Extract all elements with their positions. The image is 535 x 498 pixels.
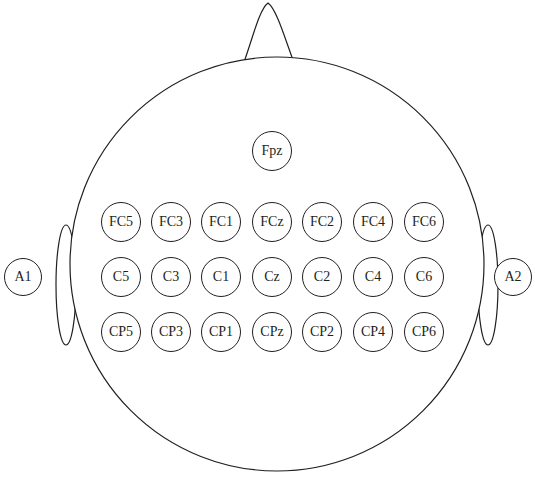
electrode-circle: Cz [252,257,292,297]
electrode-circle: C1 [201,257,241,297]
electrode-label: CP1 [209,325,233,339]
electrode-label: C4 [365,270,381,284]
electrode-label: CPz [260,325,283,339]
electrode-label: C2 [314,270,330,284]
electrode-label: CP6 [412,325,436,339]
electrode-label: FCz [260,215,283,229]
electrode-circle: CP2 [302,312,342,352]
electrode-circle: A1 [4,258,42,296]
electrode-circle: CP6 [404,312,444,352]
electrode-circle: CP4 [353,312,393,352]
electrode-circle: FC6 [404,202,444,242]
electrode-label: FC5 [109,215,133,229]
electrode-label: FC4 [361,215,385,229]
electrode-label: CP5 [109,325,133,339]
electrode-label: C6 [416,270,432,284]
electrode-circle: FC3 [151,202,191,242]
electrode-label: CP2 [310,325,334,339]
head-circle [70,57,484,471]
electrode-label: Cz [264,270,280,284]
electrode-label: FC1 [209,215,233,229]
electrode-label: CP4 [361,325,385,339]
electrode-circle: CP5 [101,312,141,352]
electrode-circle: FC4 [353,202,393,242]
electrode-label: A1 [14,270,31,284]
electrode-circle: CP1 [201,312,241,352]
electrode-label: CP3 [159,325,183,339]
electrode-label: C5 [113,270,129,284]
electrode-label: C3 [163,270,179,284]
electrode-label: FC3 [159,215,183,229]
electrode-circle: Fpz [252,131,292,171]
electrode-circle: A2 [494,258,532,296]
electrode-label: Fpz [262,144,283,158]
electrode-label: FC2 [310,215,334,229]
electrode-circle: FCz [252,202,292,242]
electrode-label: A2 [504,270,521,284]
electrode-circle: FC2 [302,202,342,242]
electrode-circle: FC5 [101,202,141,242]
electrode-circle: C3 [151,257,191,297]
electrode-circle: FC1 [201,202,241,242]
electrode-circle: C5 [101,257,141,297]
electrode-circle: C2 [302,257,342,297]
electrode-circle: C6 [404,257,444,297]
electrode-label: C1 [213,270,229,284]
electrode-circle: CPz [252,312,292,352]
electrode-label: FC6 [412,215,436,229]
electrode-circle: C4 [353,257,393,297]
electrode-circle: CP3 [151,312,191,352]
